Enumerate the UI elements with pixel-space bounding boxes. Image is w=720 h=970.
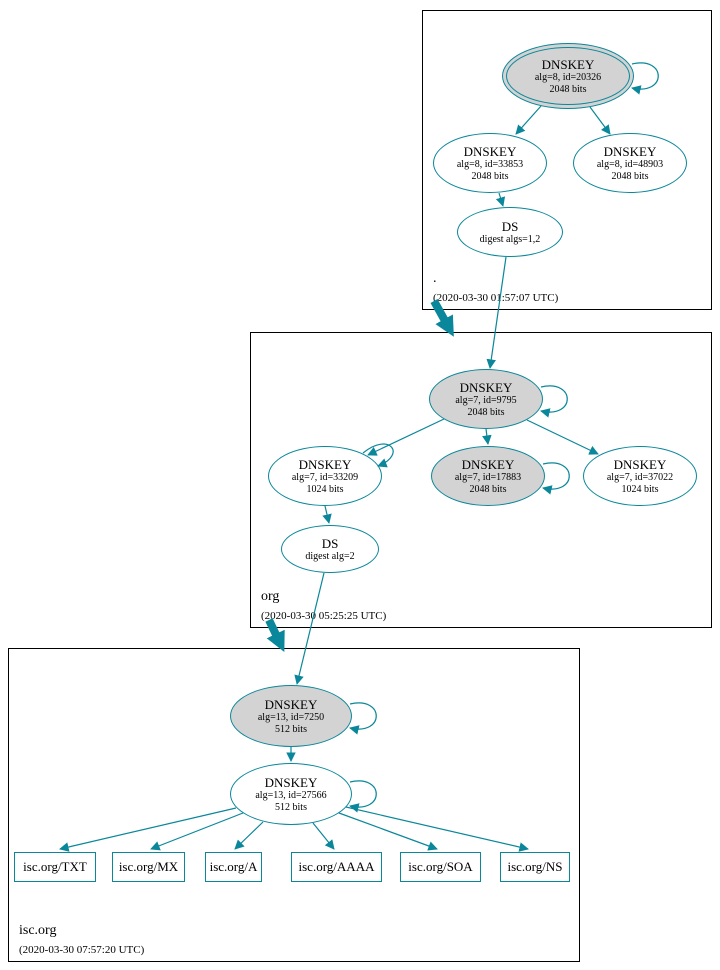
rrset-label: isc.org/A [209,859,258,874]
zone-timestamp-root: (2020-03-30 01:57:07 UTC) [433,292,559,304]
ds-isc-org-node: DS digest alg=2 [281,525,379,573]
node-title: DNSKEY [613,456,667,472]
root-ksk-dnskey-node: DNSKEY alg=8, id=20326 2048 bits [502,43,634,109]
node-title: DNSKEY [541,56,595,72]
node-bits: 512 bits [275,801,307,813]
node-detail: alg=7, id=37022 [606,471,674,483]
node-title: DNSKEY [463,143,517,159]
node-detail: alg=8, id=33853 [456,158,524,170]
node-title: DNSKEY [459,379,513,395]
node-bits: 512 bits [275,723,307,735]
rrset-label: isc.org/MX [118,859,179,874]
node-bits: 2048 bits [467,406,505,418]
isc-ksk-7250-node: DNSKEY alg=13, id=7250 512 bits [230,685,352,747]
node-detail: alg=7, id=33209 [291,471,359,483]
node-bits: 1024 bits [306,483,344,495]
node-title: DNSKEY [461,456,515,472]
node-bits: 2048 bits [611,170,649,182]
node-detail: alg=13, id=7250 [257,711,325,723]
node-detail: digest algs=1,2 [479,233,541,245]
org-zsk-37022-node: DNSKEY alg=7, id=37022 1024 bits [583,446,697,506]
rrset-isc-org-ns: isc.org/NS [500,852,570,882]
node-title: DNSKEY [298,456,352,472]
node-bits: 2048 bits [549,83,587,95]
rrset-isc-org-txt: isc.org/TXT [14,852,96,882]
node-detail: digest alg=2 [305,550,355,562]
rrset-isc-org-a: isc.org/A [205,852,262,882]
rrset-label: isc.org/NS [507,859,563,874]
root-zsk-48903-node: DNSKEY alg=8, id=48903 2048 bits [573,133,687,193]
zone-timestamp-isc-org: (2020-03-30 07:57:20 UTC) [19,944,145,956]
root-zsk-33853-node: DNSKEY alg=8, id=33853 2048 bits [433,133,547,193]
node-bits: 1024 bits [621,483,659,495]
org-zsk-33209-node: DNSKEY alg=7, id=33209 1024 bits [268,446,382,506]
rrset-label: isc.org/SOA [408,859,473,874]
node-detail: alg=13, id=27566 [255,789,327,801]
isc-zsk-27566-node: DNSKEY alg=13, id=27566 512 bits [230,763,352,825]
node-detail: alg=8, id=48903 [596,158,664,170]
zone-timestamp-org: (2020-03-30 05:25:25 UTC) [261,610,387,622]
node-detail: alg=7, id=17883 [454,471,522,483]
node-detail: alg=8, id=20326 [534,71,602,83]
rrset-isc-org-aaaa: isc.org/AAAA [291,852,382,882]
zone-name-root: . [433,271,437,286]
node-title: DS [501,218,519,234]
ds-org-node: DS digest algs=1,2 [457,207,563,257]
rrset-isc-org-soa: isc.org/SOA [400,852,481,882]
node-title: DNSKEY [603,143,657,159]
node-title: DNSKEY [264,774,318,790]
rrset-label: isc.org/TXT [23,859,87,874]
node-title: DNSKEY [264,696,318,712]
rrset-label: isc.org/AAAA [298,859,375,874]
org-ksk-17883-node: DNSKEY alg=7, id=17883 2048 bits [431,446,545,506]
rrset-isc-org-mx: isc.org/MX [112,852,185,882]
node-bits: 2048 bits [469,483,507,495]
zone-name-isc-org: isc.org [19,923,57,938]
node-detail: alg=7, id=9795 [455,394,517,406]
org-ksk-9795-node: DNSKEY alg=7, id=9795 2048 bits [429,369,543,429]
node-bits: 2048 bits [471,170,509,182]
zone-name-org: org [261,589,280,604]
node-title: DS [321,535,339,551]
